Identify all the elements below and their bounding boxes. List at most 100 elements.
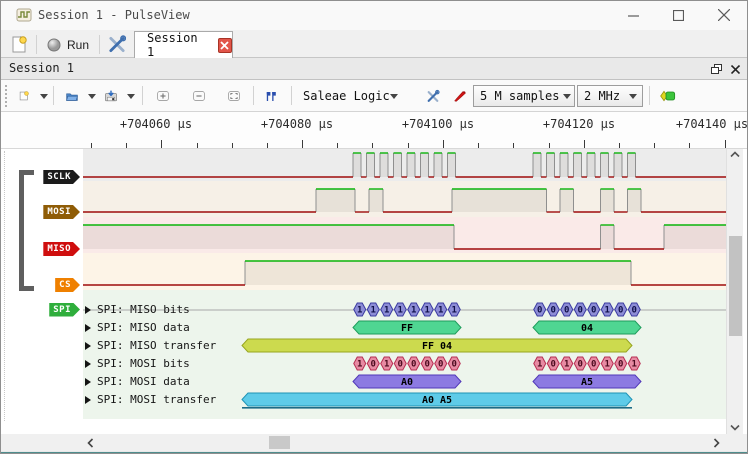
add-decoder-button[interactable]	[653, 84, 683, 108]
decoder-row-label-text: SPI: MISO transfer	[97, 339, 217, 352]
new-file-button[interactable]	[12, 84, 36, 108]
close-button[interactable]	[707, 1, 741, 29]
device-label: Saleae Logic	[303, 89, 390, 103]
expand-triangle-icon[interactable]	[85, 323, 91, 332]
separator	[53, 86, 54, 105]
svg-text:0: 0	[578, 306, 583, 316]
markers-button[interactable]	[258, 84, 284, 108]
decoder-row-label[interactable]: SPI: MISO data	[85, 321, 190, 335]
decoder-row-label[interactable]: SPI: MISO transfer	[85, 339, 216, 353]
device-options-button[interactable]	[419, 84, 447, 108]
pane-drag-handle[interactable]	[4, 151, 6, 421]
wrench-screwdriver-icon	[109, 35, 126, 53]
ruler-label: +704100 µs	[401, 117, 475, 131]
svg-text:0: 0	[411, 360, 416, 370]
save-button[interactable]	[98, 84, 124, 108]
ruler-label: +704140 µs	[675, 117, 748, 131]
save-icon	[105, 90, 117, 102]
trace-stripe-miso-row	[83, 217, 726, 253]
decoder-row-label-text: SPI: MOSI bits	[97, 357, 190, 370]
minimize-button[interactable]	[616, 1, 650, 29]
ruler-label: +704060 µs	[119, 117, 193, 131]
dock-float-icon[interactable]	[708, 61, 725, 77]
vertical-scrollbar[interactable]	[726, 149, 743, 434]
sample-count-select[interactable]: 5 M samples	[473, 85, 575, 107]
horizontal-scrollbar[interactable]	[83, 434, 726, 451]
expand-triangle-icon[interactable]	[85, 341, 91, 350]
zoom-out-button[interactable]	[186, 84, 212, 108]
chevron-down-icon	[559, 93, 574, 99]
run-button[interactable]: Run	[41, 33, 95, 56]
title-bar: Session 1 - PulseView	[1, 1, 747, 30]
ruler-major-tick	[584, 140, 585, 148]
ruler-minor-tick	[478, 143, 479, 148]
expand-triangle-icon[interactable]	[85, 359, 91, 368]
zoom-in-icon	[157, 91, 169, 101]
dock-close-icon[interactable]	[727, 61, 744, 77]
trace-group-bracket[interactable]	[19, 170, 34, 291]
ruler-major-tick	[302, 140, 303, 148]
separator	[99, 35, 100, 54]
open-button[interactable]	[59, 84, 85, 108]
expand-triangle-icon[interactable]	[85, 377, 91, 386]
zoom-out-icon	[193, 91, 205, 101]
decoder-row-label[interactable]: SPI: MOSI bits	[85, 357, 190, 371]
device-select[interactable]: Saleae Logic	[303, 84, 415, 108]
svg-text:0: 0	[537, 306, 542, 316]
svg-text:A5: A5	[581, 377, 593, 388]
maximize-button[interactable]	[661, 1, 695, 29]
tab-session-1[interactable]: Session 1	[134, 31, 233, 59]
separator	[253, 86, 254, 105]
svg-text:A0: A0	[401, 377, 413, 388]
decoder-row-label[interactable]: SPI: MOSI transfer	[85, 393, 216, 407]
svg-text:0: 0	[591, 360, 596, 370]
open-folder-icon	[66, 93, 78, 101]
signal-tag-cs[interactable]: CS	[55, 278, 80, 292]
ruler-minor-tick	[372, 143, 373, 148]
vertical-scroll-handle[interactable]	[729, 236, 742, 336]
sample-rate-select[interactable]: 2 MHz	[577, 85, 643, 107]
svg-text:1: 1	[605, 360, 610, 370]
horizontal-scroll-handle[interactable]	[269, 436, 290, 449]
svg-text:1: 1	[452, 306, 457, 316]
decoder-row-label[interactable]: SPI: MISO bits	[85, 303, 190, 317]
tab-close-icon[interactable]	[217, 37, 232, 53]
chevron-down-icon	[624, 93, 642, 99]
ruler-major-tick	[443, 140, 444, 148]
signal-tag-sclk[interactable]: SCLK	[43, 170, 80, 184]
window-accent-border	[1, 452, 747, 453]
svg-text:0: 0	[632, 306, 637, 316]
svg-text:1: 1	[605, 306, 610, 316]
save-dropdown-arrow[interactable]	[125, 88, 137, 104]
zoom-fit-button[interactable]	[221, 84, 247, 108]
new-session-button[interactable]	[5, 33, 32, 56]
time-ruler[interactable]: +704060 µs+704080 µs+704100 µs+704120 µs…	[1, 112, 747, 149]
toolbar-drag-handle[interactable]	[5, 85, 8, 107]
svg-text:0: 0	[618, 360, 623, 370]
scroll-left-icon[interactable]	[87, 438, 94, 448]
signal-tag-miso[interactable]: MISO	[43, 242, 80, 256]
sample-count-value: 5 M samples	[480, 89, 560, 103]
expand-triangle-icon[interactable]	[85, 395, 91, 404]
decoder-icon	[660, 90, 676, 102]
svg-text:0: 0	[564, 306, 569, 316]
decoder-row-label-text: SPI: MISO data	[97, 321, 190, 334]
scroll-right-icon[interactable]	[713, 438, 720, 448]
signal-tag-mosi[interactable]: MOSI	[43, 205, 80, 219]
scroll-up-icon[interactable]	[730, 151, 740, 158]
open-dropdown-arrow[interactable]	[86, 88, 98, 104]
decoder-tag-spi[interactable]: SPI	[49, 303, 80, 317]
expand-triangle-icon[interactable]	[85, 305, 91, 314]
zoom-in-button[interactable]	[150, 84, 176, 108]
new-file-dropdown-arrow[interactable]	[38, 88, 50, 104]
scroll-down-icon[interactable]	[730, 424, 740, 431]
wrench-screwdriver-icon	[427, 89, 440, 102]
new-file-icon	[19, 91, 29, 101]
decoder-row-label[interactable]: SPI: MOSI data	[85, 375, 190, 389]
svg-text:0: 0	[452, 360, 457, 370]
session-settings-button[interactable]	[103, 33, 131, 56]
svg-text:0: 0	[578, 360, 583, 370]
channels-probe-button[interactable]	[447, 84, 473, 108]
